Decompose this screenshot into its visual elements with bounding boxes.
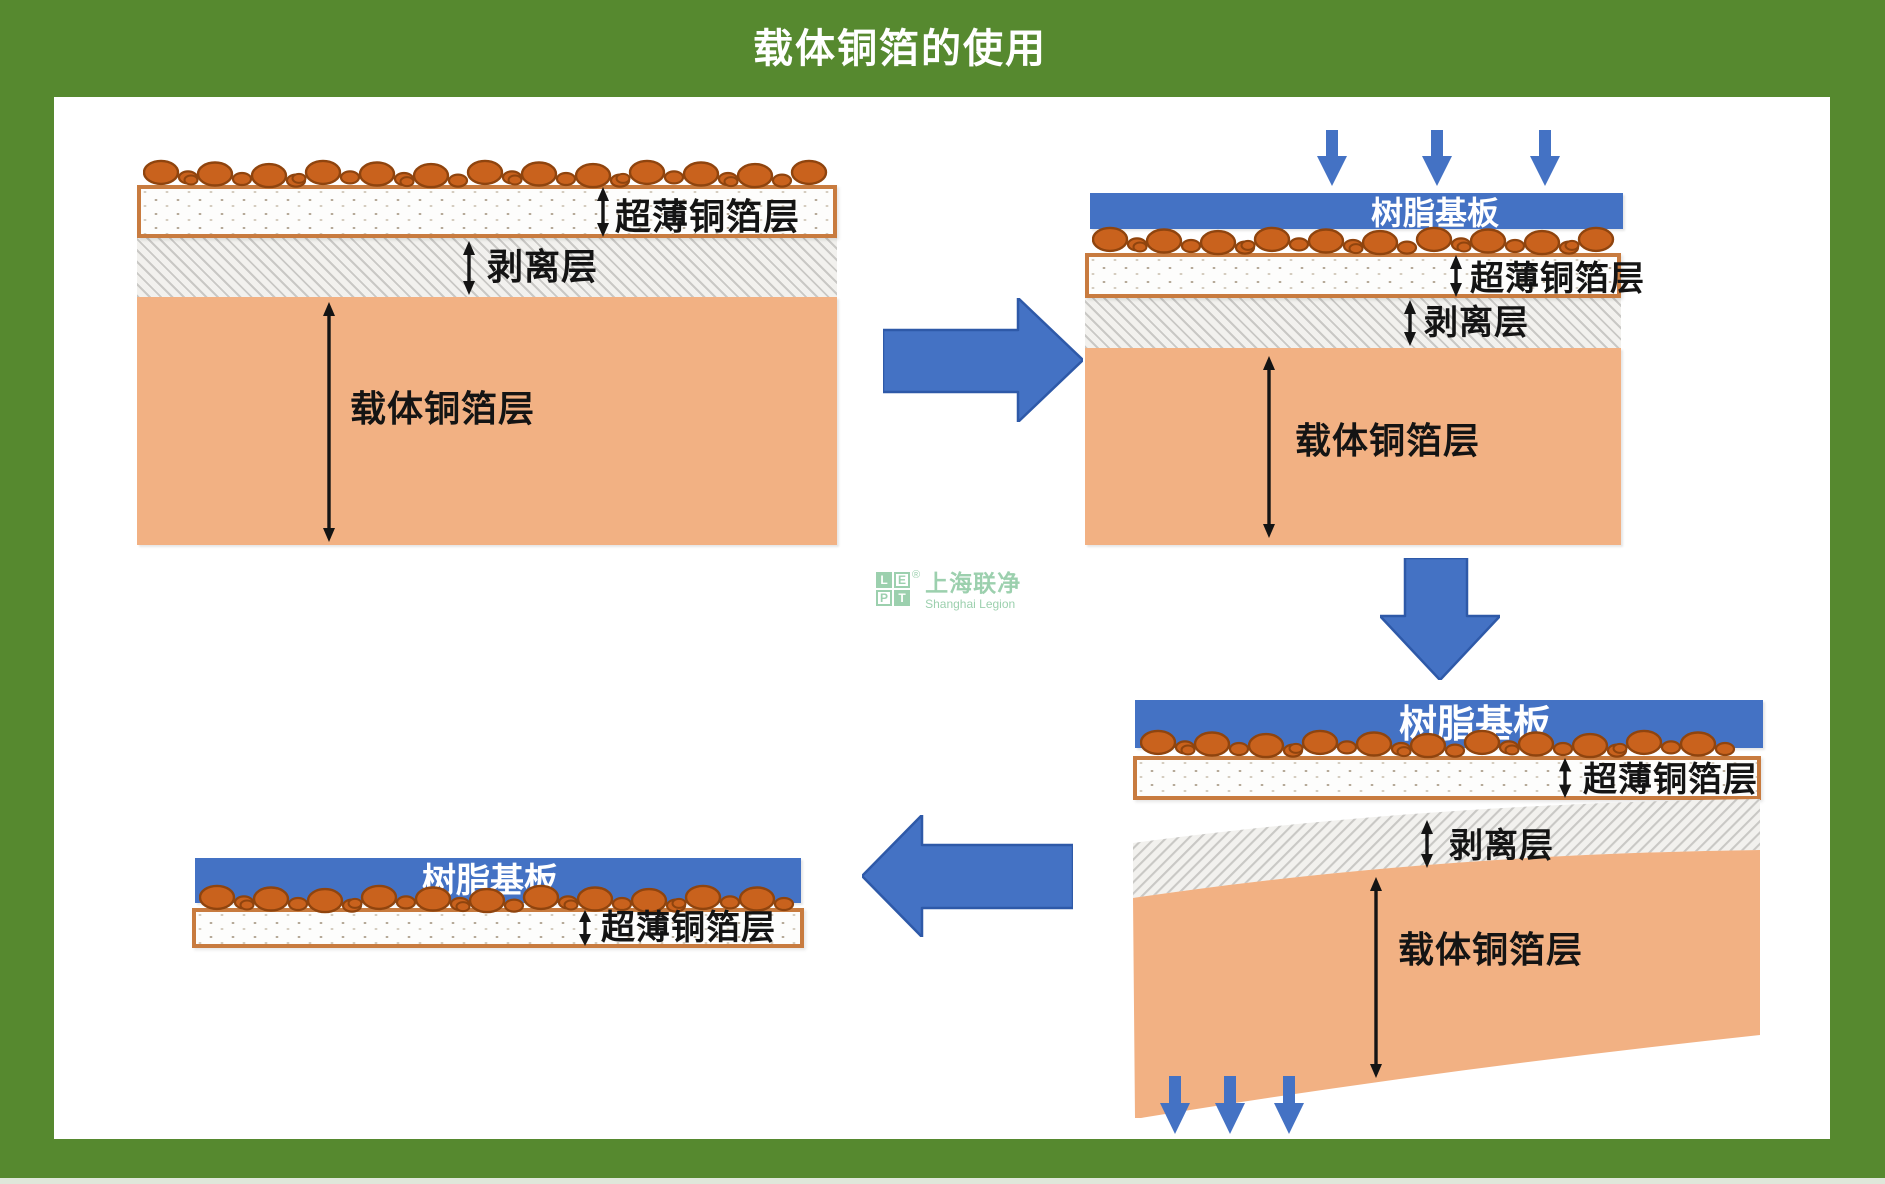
stage1-ultra-thin-measure-arrow-icon [595,187,611,237]
logo-letter: L [876,572,892,588]
registered-mark: ® [912,569,921,581]
stage1-release-layer [137,238,837,297]
flow-arrow-right-icon [881,296,1085,424]
stage1-carrier-copper-layer [137,297,837,545]
stage3-ultra-thin-measure-arrow-icon-svg [1559,758,1571,798]
watermark-text: 上海联净 Shanghai Legion [925,570,1022,611]
stage4-ultra-thin-foil-label: 超薄铜箔层 [601,909,776,947]
stage3-ultra-thin-measure-arrow-icon [1557,758,1573,798]
stage2-carrier-measure-arrow-icon [1261,356,1277,538]
stage1-release-measure-arrow-icon [461,241,477,295]
stage2-resin-substrate-label: 树脂基板 [1370,195,1499,231]
stage3-ultra-thin-foil-label: 超薄铜箔层 [1583,761,1758,799]
stage2-carrier-copper-layer [1085,348,1621,545]
company-name-en: Shanghai Legion [925,597,1016,611]
peel-arrow-icon [1215,1076,1245,1134]
press-arrow-icon-svg [1422,130,1452,186]
stage2-ultra-thin-foil-label: 超薄铜箔层 [1470,260,1645,298]
peel-arrow-icon [1160,1076,1190,1134]
logo-letter: T [894,590,910,606]
stage2-copper-nodules-svg [1091,226,1615,256]
press-arrow-icon [1530,130,1560,186]
watermark-logo: L E P T ® 上海联净 Shanghai Legion [876,569,1022,611]
stage1-carrier-measure-arrow-icon-svg [323,302,335,542]
press-arrow-icon [1422,130,1452,186]
stage1-ultra-thin-foil-label: 超薄铜箔层 [615,196,801,237]
stage1-ultra-thin-measure-arrow-icon-svg [597,187,609,237]
press-arrow-icon-svg [1317,130,1347,186]
stage2-ultra-thin-foil-layer [1085,253,1621,298]
stage2-release-measure-arrow-icon [1402,300,1418,346]
stage3-release-layer-label: 剥离层 [1449,827,1554,865]
stage3-carrier-foil-label: 载体铜箔层 [1398,929,1584,970]
stage1-release-measure-arrow-icon-svg [463,241,475,295]
stage1-ultra-thin-foil-layer [137,185,837,238]
stage3-carrier-measure-arrow-icon [1368,877,1384,1078]
flow-arrow-left-icon [860,813,1075,939]
stage1-release-layer-label: 剥离层 [487,246,599,287]
stage3-copper-nodules [1139,729,1760,759]
stage1-carrier-foil-label: 载体铜箔层 [350,388,536,429]
stage2-ultra-thin-measure-arrow-icon [1448,255,1464,297]
watermark-logo-grid: L E P T [876,572,910,606]
stage1-copper-nodules [142,159,833,189]
stage4-ultra-thin-measure-arrow-icon-svg [579,910,591,946]
stage2-resin-substrate-bar [1090,193,1623,229]
peel-arrow-icon-svg [1215,1076,1245,1134]
press-arrow-icon-svg [1530,130,1560,186]
stage3-release-measure-arrow-icon-svg [1421,820,1433,868]
stage2-carrier-foil-label: 载体铜箔层 [1295,420,1481,461]
stage1-carrier-measure-arrow-icon [321,302,337,542]
stage4-copper-nodules [198,884,797,914]
stage3-copper-nodules-svg [1139,729,1736,759]
company-name-cn: 上海联净 [925,570,1022,596]
stage3-carrier-measure-arrow-icon-svg [1370,877,1382,1078]
stage3-release-measure-arrow-icon [1419,820,1435,868]
stage2-carrier-measure-arrow-icon-svg [1263,356,1275,538]
press-arrow-icon [1317,130,1347,186]
stage2-release-measure-arrow-icon-svg [1404,300,1416,346]
stage2-copper-nodules [1091,226,1620,256]
logo-letter: E [894,572,910,588]
stage4-ultra-thin-measure-arrow-icon [577,910,593,946]
stage2-release-layer [1085,298,1621,348]
stage2-ultra-thin-measure-arrow-icon-svg [1450,255,1462,297]
bottom-edge-line [0,1178,1885,1184]
stage4-ultra-thin-foil-layer [192,908,804,948]
peel-arrow-icon-svg [1274,1076,1304,1134]
stage3-ultra-thin-foil-layer [1133,756,1761,800]
peel-arrow-icon [1274,1076,1304,1134]
peel-arrow-icon-svg [1160,1076,1190,1134]
logo-letter: P [876,590,892,606]
stage4-copper-nodules-svg [198,884,795,914]
stage1-copper-nodules-svg [142,159,828,189]
page-title: 载体铜箔的使用 [753,27,1047,71]
stage2-release-layer-label: 剥离层 [1424,304,1529,342]
flow-arrow-down-icon [1378,556,1502,682]
